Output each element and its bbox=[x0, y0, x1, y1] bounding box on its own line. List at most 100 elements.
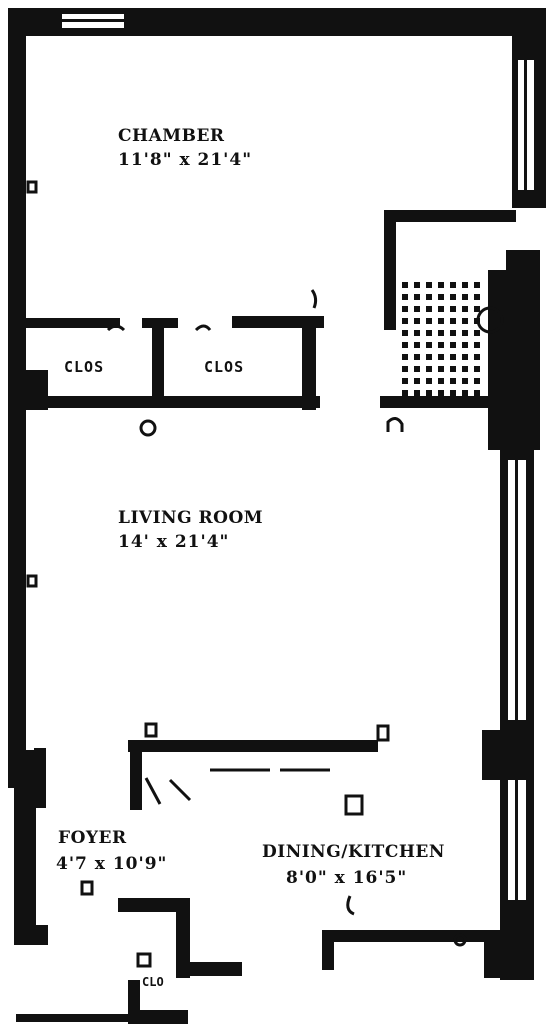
outlet-living bbox=[26, 574, 38, 588]
bathroom-tile bbox=[402, 282, 480, 396]
wall-left-upper bbox=[8, 8, 26, 788]
tile-dot bbox=[414, 294, 420, 300]
tile-dot bbox=[462, 282, 468, 288]
wall-closet-top-right bbox=[232, 316, 324, 328]
tile-dot bbox=[438, 306, 444, 312]
tile-dot bbox=[438, 282, 444, 288]
tile-dot bbox=[402, 354, 408, 360]
tile-dot bbox=[402, 294, 408, 300]
tile-dot bbox=[462, 294, 468, 300]
chamber-name: CHAMBER bbox=[118, 126, 225, 146]
tile-dot bbox=[438, 378, 444, 384]
wall-left-corner bbox=[14, 925, 48, 945]
window-right-upper-line bbox=[524, 60, 527, 190]
fixture-bottom-closet bbox=[136, 952, 152, 968]
foyer-name: FOYER bbox=[58, 828, 127, 848]
tile-dot bbox=[426, 390, 432, 396]
closet-bottom-label: CLO bbox=[142, 975, 164, 989]
tile-dot bbox=[450, 342, 456, 348]
tile-dot bbox=[474, 306, 480, 312]
tile-dot bbox=[414, 342, 420, 348]
tile-dot bbox=[438, 354, 444, 360]
tile-dot bbox=[462, 354, 468, 360]
tile-dot bbox=[474, 366, 480, 372]
tile-dot bbox=[438, 330, 444, 336]
wall-bottom-closet-base bbox=[128, 1010, 188, 1024]
tile-dot bbox=[402, 366, 408, 372]
pier-right-1 bbox=[482, 730, 526, 780]
wall-closet-divider bbox=[152, 318, 164, 400]
outlet-chamber bbox=[26, 180, 38, 194]
foyer-dims: 4'7 x 10'9" bbox=[56, 854, 168, 874]
tile-dot bbox=[426, 378, 432, 384]
door-swing-closet-left bbox=[106, 324, 126, 332]
window-top-line bbox=[62, 19, 124, 22]
tile-dot bbox=[426, 318, 432, 324]
wall-left-lower bbox=[14, 750, 36, 940]
fixture-foyer bbox=[80, 880, 94, 896]
tile-dot bbox=[402, 378, 408, 384]
tile-dot bbox=[414, 282, 420, 288]
wall-bottom-closet-top bbox=[118, 898, 188, 912]
wall-bath-top bbox=[386, 210, 516, 222]
wall-closet-bottom bbox=[20, 396, 320, 408]
tile-dot bbox=[462, 330, 468, 336]
tile-dot bbox=[474, 294, 480, 300]
closet-right-label: CLOS bbox=[204, 358, 245, 376]
tile-dot bbox=[426, 342, 432, 348]
door-swing-top bbox=[310, 289, 318, 309]
tile-dot bbox=[450, 378, 456, 384]
tile-dot bbox=[414, 390, 420, 396]
tile-dot bbox=[402, 330, 408, 336]
fixture-kitchen bbox=[453, 933, 467, 947]
tile-dot bbox=[426, 306, 432, 312]
wall-foyer-inner bbox=[34, 748, 46, 808]
tile-dot bbox=[474, 390, 480, 396]
tile-dot bbox=[474, 354, 480, 360]
wall-kitchen-partition bbox=[128, 740, 378, 752]
closet-left-label: CLOS bbox=[64, 358, 105, 376]
tile-dot bbox=[474, 342, 480, 348]
chamber-dims: 11'8" x 21'4" bbox=[118, 150, 253, 170]
wall-closet-right bbox=[302, 318, 316, 410]
wall-bath-bottom bbox=[380, 396, 490, 408]
tile-dot bbox=[450, 390, 456, 396]
wall-bottom-closet-right bbox=[176, 898, 190, 978]
tile-dot bbox=[450, 294, 456, 300]
tile-dot bbox=[426, 330, 432, 336]
living-room-name: LIVING ROOM bbox=[118, 508, 264, 528]
wall-bottom-mid bbox=[176, 962, 242, 976]
tile-dot bbox=[438, 318, 444, 324]
tile-dot bbox=[474, 330, 480, 336]
tile-dot bbox=[438, 342, 444, 348]
kitchen-cabinet bbox=[144, 722, 158, 738]
wall-kitchen-left bbox=[130, 740, 142, 810]
living-room-dims: 14' x 21'4" bbox=[118, 532, 230, 552]
tile-dot bbox=[450, 318, 456, 324]
tile-dot bbox=[450, 354, 456, 360]
fixture-kitchen-sink bbox=[344, 794, 364, 816]
tile-dot bbox=[450, 330, 456, 336]
wall-bottom-right bbox=[322, 930, 502, 942]
dining-kitchen-dims: 8'0" x 16'5" bbox=[286, 868, 408, 888]
tile-dot bbox=[414, 366, 420, 372]
tile-dot bbox=[438, 366, 444, 372]
tile-dot bbox=[462, 390, 468, 396]
window-right-bottom-line bbox=[515, 780, 518, 900]
tile-dot bbox=[474, 282, 480, 288]
dining-kitchen-name: DINING/KITCHEN bbox=[262, 842, 445, 862]
tile-dot bbox=[402, 342, 408, 348]
fixture-bath bbox=[476, 306, 504, 334]
tile-dot bbox=[414, 318, 420, 324]
tile-dot bbox=[450, 306, 456, 312]
tile-dot bbox=[426, 354, 432, 360]
tile-dot bbox=[438, 294, 444, 300]
tile-dot bbox=[426, 366, 432, 372]
tile-dot bbox=[462, 306, 468, 312]
tile-dot bbox=[414, 354, 420, 360]
door-swing-closet-right bbox=[194, 324, 212, 332]
tile-dot bbox=[426, 282, 432, 288]
tile-dot bbox=[462, 378, 468, 384]
tile-dot bbox=[438, 390, 444, 396]
tile-dot bbox=[462, 318, 468, 324]
